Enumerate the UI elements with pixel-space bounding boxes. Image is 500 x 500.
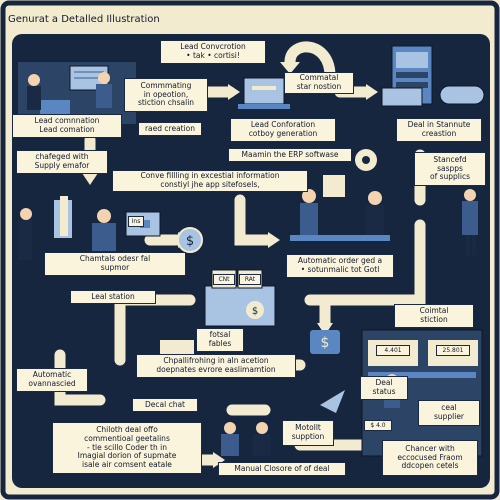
person-right [462,189,478,255]
label-deal-status: Deal status [360,376,408,400]
label-manual-closure: Manual Closore of of deal [218,462,346,476]
price-tag-right: 25.801 [436,345,470,356]
diagram-title: Genurat a Detalled Illustration [8,14,160,25]
label-lead-comm: Lead comnnation Lead comation [12,114,122,138]
dollar-coin-icon [177,227,203,253]
label-communicating: Commmating in opeotion, stiction chsalin [124,78,208,112]
label-raed-creation: raed creation [138,122,202,136]
server-top-right [381,45,485,107]
dollar-card-icon [310,330,340,354]
label-maintain-erp: Maamin the ERP softwase [228,148,352,162]
screen-tag-ins: Ins [128,216,144,227]
label-ceal-supplier: ceal supplier [418,400,480,426]
svg-text:$: $ [321,335,330,351]
laptop-top-middle [238,77,290,109]
label-automatic-over: Automatic ovannascied [16,368,88,392]
label-decal-chat: Decal chat [132,398,198,412]
label-commatal: Commatal star nostion [284,72,354,94]
label-chiloth-deal: Chiloth deal offo commentioal geetalins … [52,422,202,474]
screen-tag-cnt: CNt [213,274,235,285]
price-tag-left: 4.401 [376,345,410,356]
label-conve-filling: Conve fillling in excestial information … [112,170,308,192]
office-scene-top-left [18,62,136,124]
screen-tag-rat: RAt [239,274,261,285]
svg-text:$: $ [252,306,258,317]
label-leal-station: Leal station [70,290,156,304]
svg-text:$: $ [186,234,194,249]
label-fotal-tables: fotsal fables [196,328,244,352]
label-chamtals: Chamtals odesr fal supmor [44,252,186,276]
label-motollt-suppition: Motollt supption [282,420,334,446]
price-tag-small: $ 4.0 [364,420,392,431]
label-deal-stannate: Deal in Stannute creastion [396,118,482,142]
people-bottom-middle [221,422,271,456]
label-automatic-order: Automatic order ged a • sotunmalic tot G… [286,254,394,278]
label-chancer: Chancer with eccocused Fraom ddcopen cet… [382,440,478,476]
handshake-scene [290,175,390,241]
label-lead-conversion-top: Lead Convcrotion • tak • cortisi! [160,40,266,64]
paper-plane-icon [320,390,345,413]
label-chatgpt-supply: chafeged with Supply emafor [16,150,108,174]
label-stancefd: Stancefd saspps of supplics [414,152,486,186]
label-chpallifrohing: Chpallifrohing in aln acetion doepnates … [136,354,296,378]
label-coimtal-stiction: Coimtal stiction [394,304,474,328]
label-lead-conferation: Lead Conforation cotboy generation [230,118,336,142]
